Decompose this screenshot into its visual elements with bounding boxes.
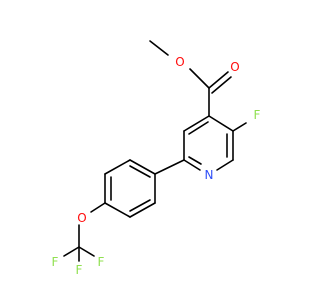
bond-n-c2-inner xyxy=(188,156,202,165)
bond-c-f1 xyxy=(63,246,80,257)
bond-pyridine-phenyl xyxy=(154,159,185,175)
bond-ph1-ph2 xyxy=(129,159,156,175)
atom-n-ring: N xyxy=(205,168,214,182)
bond-c3-c4-inner xyxy=(188,121,209,135)
atom-f-ring: F xyxy=(254,108,261,122)
atom-o-methoxy: O xyxy=(175,55,184,69)
bond-o-carbonylc xyxy=(189,68,210,89)
bond-c-o-double-a xyxy=(208,71,229,89)
bond-ph4-ph5 xyxy=(104,202,131,218)
bond-c-o-double-b xyxy=(211,76,232,94)
atom-f3: F xyxy=(76,263,83,277)
bond-ph2-ph3 xyxy=(104,159,131,175)
bond-c6-n xyxy=(216,159,234,171)
atom-labels: O O F N O F F F xyxy=(52,55,261,277)
atom-f2: F xyxy=(98,255,105,269)
bond-ph5-ph6 xyxy=(129,202,156,218)
structure-diagram: O O F N O F F F xyxy=(52,40,261,277)
bond-c5-f xyxy=(232,122,247,132)
bond-ph5-ph6-inner xyxy=(129,199,151,212)
bond-n-c2 xyxy=(183,159,201,171)
bond-ph4-o xyxy=(90,202,106,213)
bond-c3-c4 xyxy=(183,115,210,132)
atom-f1: F xyxy=(52,255,59,269)
bonds xyxy=(63,40,247,262)
atom-o-carbonyl: O xyxy=(230,60,239,74)
bond-c4-c5 xyxy=(208,115,234,132)
atom-o-ether: O xyxy=(77,211,86,225)
bond-methyl-o xyxy=(149,40,169,56)
bond-ph1-ph2-inner xyxy=(129,165,151,178)
bond-c-f2 xyxy=(78,246,95,257)
